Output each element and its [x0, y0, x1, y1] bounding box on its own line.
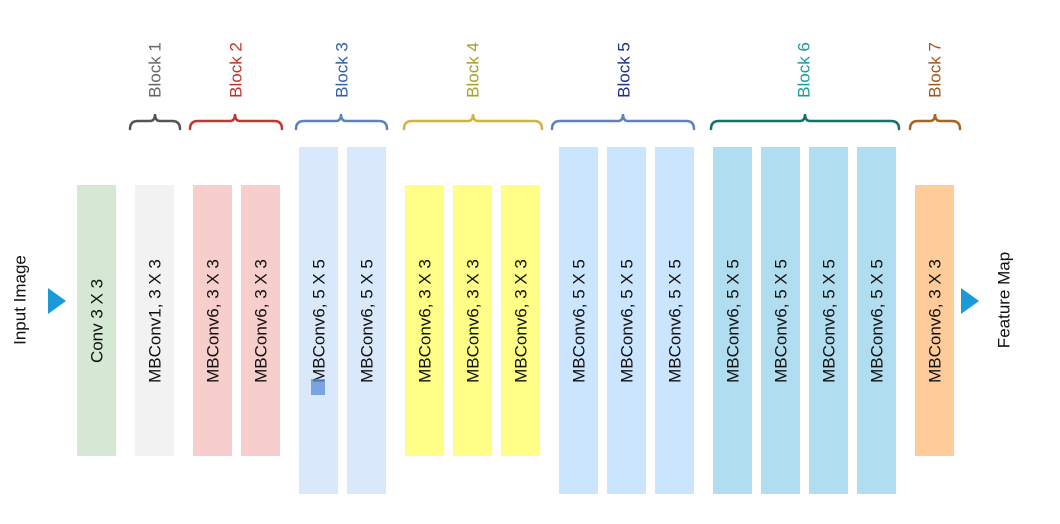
block-1-brace [128, 113, 182, 131]
layer-label: MBConv6, 5 X 5 [665, 258, 684, 383]
layer-label: MBConv6, 3 X 3 [203, 258, 222, 383]
block-6-brace [709, 113, 901, 131]
layer-block5-3: MBConv6, 5 X 5 [655, 147, 694, 494]
layer-label: MBConv6, 5 X 5 [357, 258, 376, 383]
layer-label: MBConv6, 3 X 3 [463, 258, 482, 383]
layer-label: MBConv6, 5 X 5 [309, 258, 328, 383]
layer-block5-2: MBConv6, 5 X 5 [607, 147, 646, 494]
layer-label: MBConv6, 3 X 3 [415, 258, 434, 383]
block-2-brace [188, 113, 284, 131]
block-5-brace [550, 113, 696, 131]
layer-block2-2: MBConv6, 3 X 3 [241, 185, 280, 456]
layer-block4-2: MBConv6, 3 X 3 [453, 185, 492, 456]
layer-label: MBConv6, 5 X 5 [771, 258, 790, 383]
block-3-brace [294, 113, 389, 131]
layer-label: MBConv6, 5 X 5 [617, 258, 636, 383]
layer-block6-2: MBConv6, 5 X 5 [761, 147, 800, 494]
input-arrow-icon [48, 288, 66, 314]
layer-block6-1: MBConv6, 5 X 5 [713, 147, 752, 494]
block-7-brace [908, 113, 962, 131]
layer-block3-2: MBConv6, 5 X 5 [347, 147, 386, 494]
layer-label: MBConv6, 5 X 5 [569, 258, 588, 383]
layer-block5-1: MBConv6, 5 X 5 [559, 147, 598, 494]
layer-block7-1: MBConv6, 3 X 3 [915, 185, 954, 456]
layer-conv-stem: Conv 3 X 3 [77, 185, 116, 456]
layer-block3-1: MBConv6, 5 X 5 [299, 147, 338, 494]
layer-block1-1: MBConv1, 3 X 3 [135, 185, 174, 456]
layer-block4-3: MBConv6, 3 X 3 [501, 185, 540, 456]
block-4-brace [402, 113, 544, 131]
layer-label: MBConv6, 5 X 5 [867, 258, 886, 383]
selection-marker [311, 379, 325, 395]
layer-label: MBConv6, 3 X 3 [925, 258, 944, 383]
layer-block2-1: MBConv6, 3 X 3 [193, 185, 232, 456]
layer-label: MBConv6, 5 X 5 [723, 258, 742, 383]
layer-label: Conv 3 X 3 [87, 278, 106, 363]
layer-block6-4: MBConv6, 5 X 5 [857, 147, 896, 494]
layer-label: MBConv6, 3 X 3 [251, 258, 270, 383]
output-arrow-icon [961, 288, 979, 314]
layer-block4-1: MBConv6, 3 X 3 [405, 185, 444, 456]
layer-label: MBConv1, 3 X 3 [145, 258, 164, 383]
layer-block6-3: MBConv6, 5 X 5 [809, 147, 848, 494]
layer-label: MBConv6, 3 X 3 [511, 258, 530, 383]
layer-label: MBConv6, 5 X 5 [819, 258, 838, 383]
